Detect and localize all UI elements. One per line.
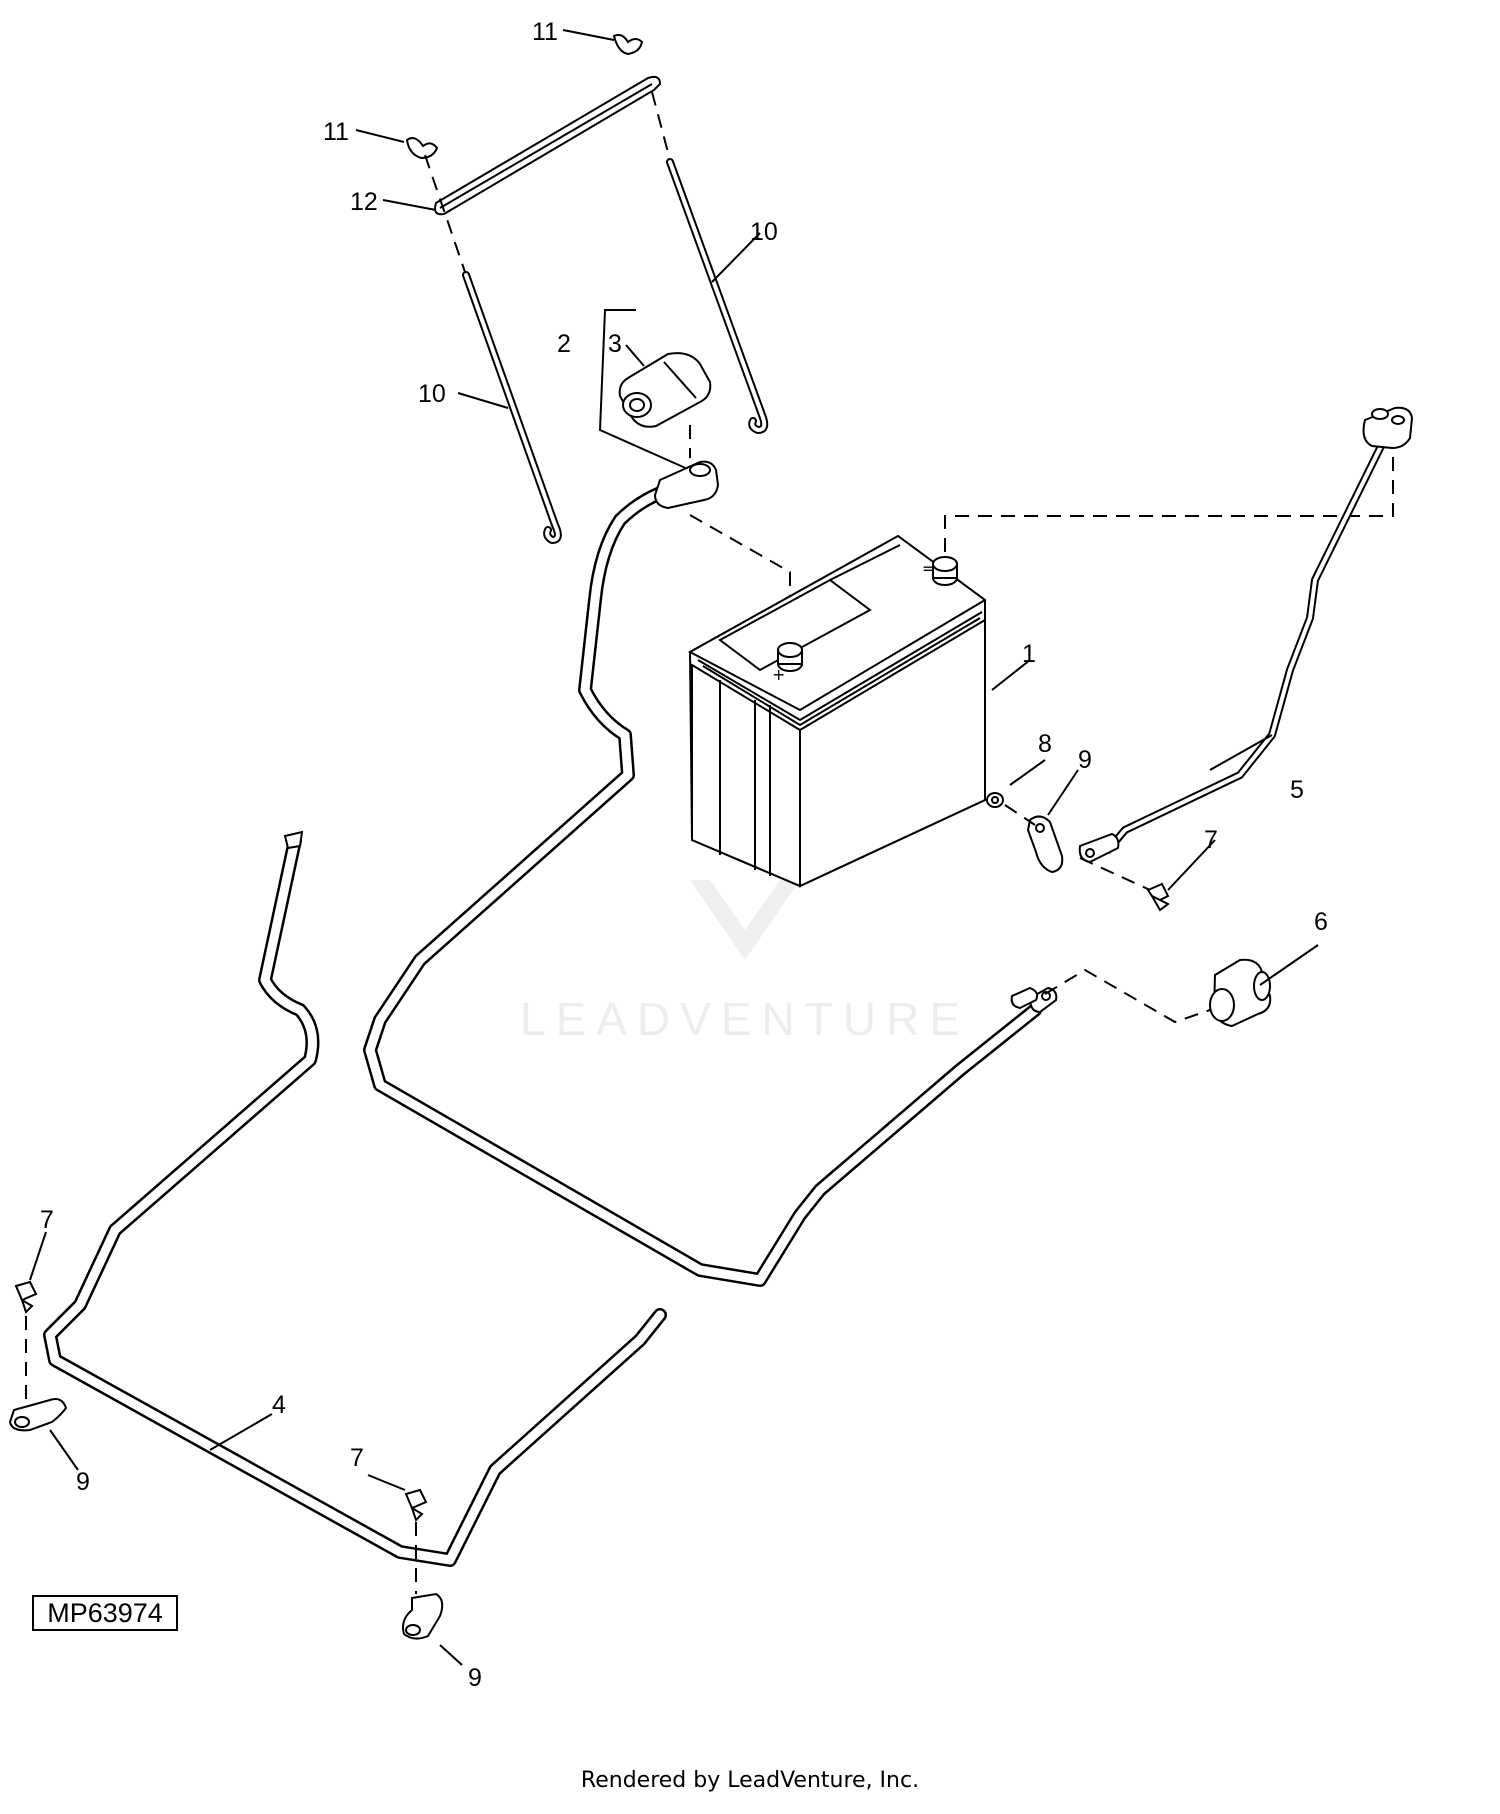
callout-7-bottom: 7 — [350, 1444, 364, 1472]
terminal-boot — [618, 352, 712, 428]
callout-2: 2 — [557, 330, 571, 358]
j-bolt-right — [666, 158, 769, 434]
cable-end-connector — [1209, 958, 1272, 1028]
battery-positive-post: + — [772, 642, 803, 684]
callout-1: 1 — [1022, 640, 1036, 668]
negative-cable — [1078, 406, 1414, 864]
wing-nut-top — [612, 33, 644, 56]
callout-5: 5 — [1290, 776, 1304, 804]
cable-clamp-bottom — [402, 1592, 444, 1640]
callout-8: 8 — [1038, 730, 1052, 758]
callout-4: 4 — [272, 1391, 286, 1419]
watermark: LEADVENTURE — [520, 880, 970, 1045]
cable-clamp-right — [1026, 815, 1064, 874]
watermark-logo-icon — [690, 880, 800, 960]
small-terminal — [1010, 986, 1039, 1010]
screw-7-bottom — [404, 1488, 428, 1522]
callout-10-right: 10 — [750, 218, 778, 246]
diagram-code-label: MP63974 — [32, 1595, 178, 1631]
j-bolt-left — [462, 271, 562, 544]
callout-11-left: 11 — [323, 118, 349, 146]
callout-7-left: 7 — [40, 1206, 54, 1234]
negative-mark: = — [922, 559, 935, 578]
positive-mark: + — [772, 665, 785, 684]
callout-3: 3 — [608, 330, 622, 358]
battery-negative-post: = — [922, 556, 958, 586]
callout-10-left: 10 — [418, 380, 446, 408]
callout-11-top: 11 — [532, 18, 558, 46]
callout-7-right: 7 — [1204, 826, 1218, 854]
footer-credit: Rendered by LeadVenture, Inc. — [580, 1768, 920, 1793]
positive-cable — [363, 460, 1058, 1287]
wing-nut-left — [405, 137, 439, 160]
battery: + = — [687, 534, 987, 888]
watermark-text: LEADVENTURE — [520, 993, 970, 1045]
nut-8 — [986, 792, 1004, 808]
callout-9-bottom: 9 — [468, 1664, 482, 1692]
hold-down-bar — [434, 75, 662, 216]
screw-7-left — [14, 1280, 38, 1314]
callout-12: 12 — [350, 188, 378, 216]
callout-6: 6 — [1314, 908, 1328, 936]
screw-7-right — [1146, 882, 1170, 912]
callout-9-right: 9 — [1078, 746, 1092, 774]
cable-clamp-left — [8, 1398, 68, 1432]
wiring-harness — [43, 830, 667, 1567]
callout-9-left: 9 — [76, 1468, 90, 1496]
